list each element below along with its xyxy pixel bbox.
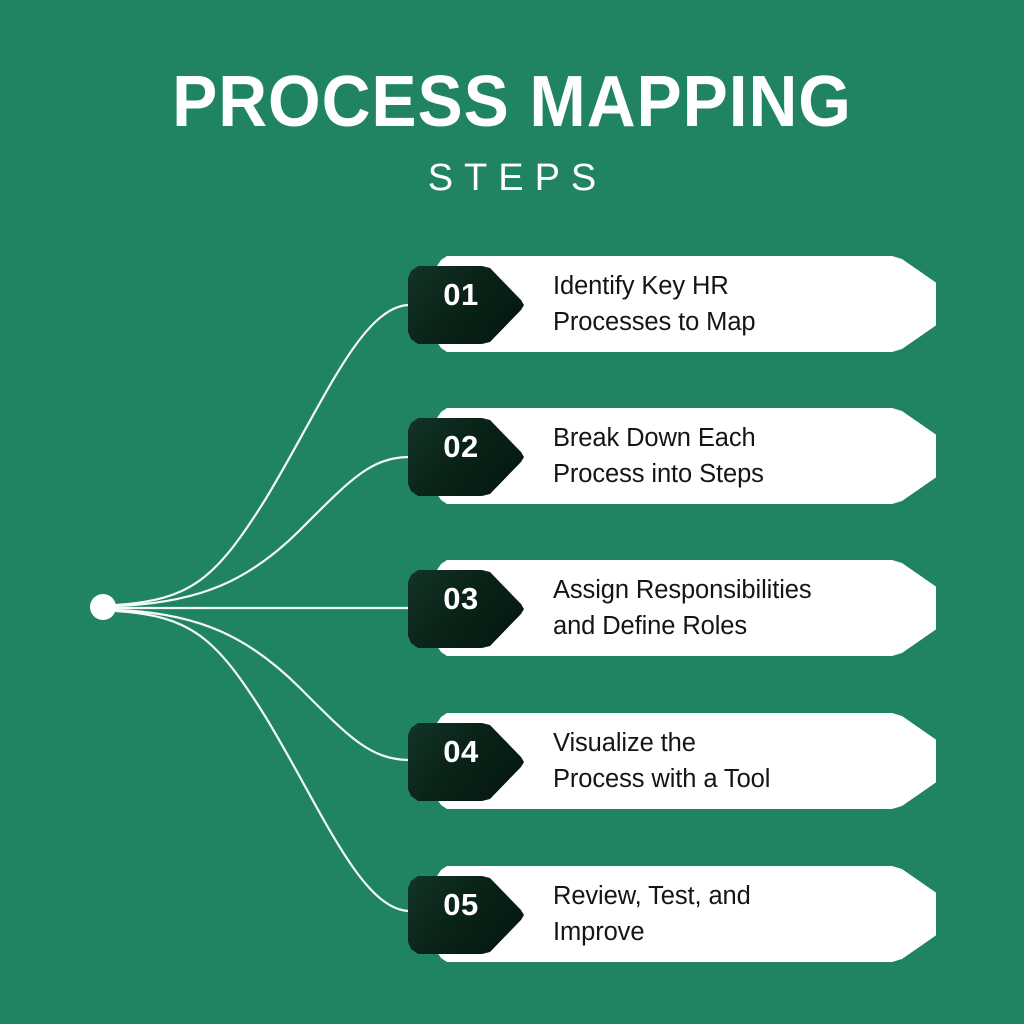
connector-line-1	[114, 303, 410, 607]
step-number-2: 02	[443, 429, 479, 464]
step-number-4: 04	[443, 734, 479, 769]
step-row-3[interactable]: 03 Assign Responsibilities and Define Ro…	[408, 560, 936, 656]
origin-node	[90, 594, 116, 620]
step-number-5: 05	[443, 887, 479, 922]
step-row-4[interactable]: 04 Visualize the Process with a Tool	[408, 713, 936, 809]
connector-line-4	[114, 608, 410, 762]
step-label-3: Assign Responsibilities and Define Roles	[553, 576, 812, 640]
step-label-1: Identify Key HR Processes to Map	[553, 272, 756, 336]
step-number-3: 03	[443, 581, 479, 616]
connector-line-2	[114, 455, 410, 608]
step-label-4: Visualize the Process with a Tool	[553, 729, 771, 793]
step-row-5[interactable]: 05 Review, Test, and Improve	[408, 866, 936, 962]
step-row-2[interactable]: 02 Break Down Each Process into Steps	[408, 408, 936, 504]
step-row-1[interactable]: 01 Identify Key HR Processes to Map	[408, 256, 936, 352]
step-number-1: 01	[443, 277, 479, 312]
step-label-2: Break Down Each Process into Steps	[553, 424, 764, 488]
connector-line-5	[114, 609, 410, 913]
step-label-5: Review, Test, and Improve	[553, 882, 751, 946]
